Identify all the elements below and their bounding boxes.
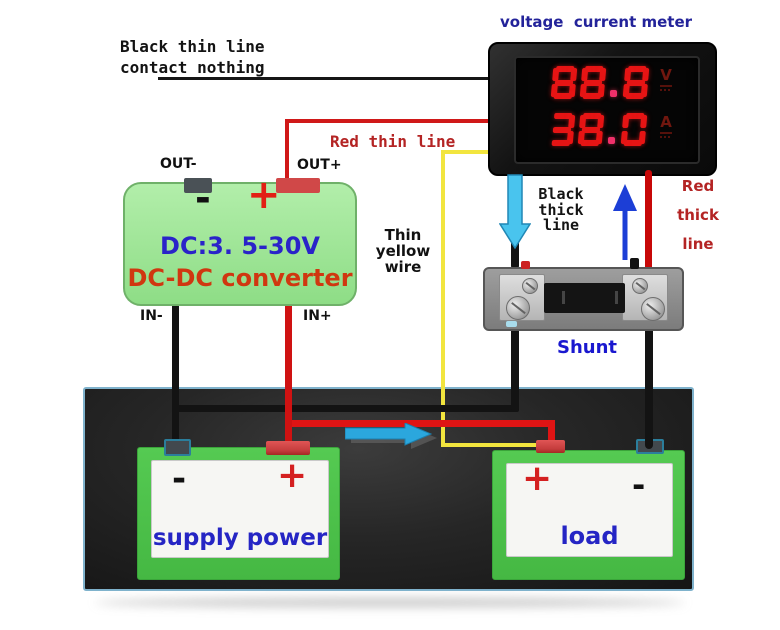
red-thick-note-line2: thick <box>677 206 719 224</box>
dc-symbol-line <box>660 85 672 87</box>
dc-symbol-dashes <box>660 136 672 138</box>
meter-display <box>514 56 700 164</box>
panel-meter: V A <box>488 42 717 176</box>
dc-symbol-dashes <box>660 89 672 91</box>
flow-right-arrow <box>345 423 437 449</box>
red-thin-wire-horizontal <box>285 119 488 123</box>
shunt-left-big-screw <box>506 296 530 320</box>
red-thick-note-line1: Red <box>681 177 715 195</box>
dc-symbol-line <box>660 132 672 134</box>
shunt-right-down-wire <box>645 325 653 449</box>
converter-name: DC-DC converter <box>127 264 353 292</box>
diagram-title: voltage current meter <box>500 13 693 31</box>
black-thick-note-line3: line <box>542 216 580 234</box>
converter-out-minus-label: OUT- <box>160 156 197 172</box>
converter-out-minus-terminal <box>184 178 212 193</box>
shunt-left-bottom-tip <box>506 321 517 327</box>
volt-unit-letter: V <box>660 66 672 84</box>
converter-in-plus-label: IN+ <box>303 308 332 324</box>
supply-power-box: - + supply power <box>137 447 340 580</box>
load-body: + - load <box>506 458 673 557</box>
amp-unit: A <box>660 115 672 138</box>
shunt-right-big-screw <box>641 297 665 321</box>
black-thin-note: Black thin line contact nothing <box>120 36 265 78</box>
shunt <box>483 267 684 331</box>
red-thick-note-line3: line <box>682 235 714 253</box>
amp-unit-letter: A <box>660 113 672 131</box>
converter-out-plus-label: OUT+ <box>297 157 342 173</box>
converter-in-minus-label: IN- <box>140 308 163 324</box>
black-thick-bus-horizontal <box>172 405 519 412</box>
in-minus-wire <box>172 302 179 447</box>
yellow-wire-note-line2: yellow <box>375 242 431 260</box>
panel-shadow <box>95 598 685 607</box>
load-label: load <box>560 522 619 550</box>
volt-unit: V <box>660 68 672 91</box>
shunt-bar-notch <box>615 291 618 304</box>
red-bus-drop-to-load <box>548 420 555 445</box>
current-up-arrow <box>613 184 637 260</box>
black-thick-note: Black thick line <box>528 185 594 234</box>
dc-dc-converter: - + DC:3. 5-30V DC-DC converter <box>123 172 357 306</box>
yellow-wire-note-line3: wire <box>384 258 422 276</box>
red-thick-wire-meter-to-shunt <box>645 170 652 273</box>
red-thick-bus-horizontal <box>285 420 555 427</box>
supply-minus-sign: - <box>172 459 187 499</box>
black-thick-note-line2: thick <box>538 200 584 219</box>
yellow-wire-note: Thin yellow wire <box>368 227 438 275</box>
yellow-wire-bottom-horizontal <box>441 443 540 447</box>
shunt-left-small-screw <box>522 278 538 294</box>
yellow-wire-vertical <box>441 150 445 447</box>
converter-plus-sign: + <box>247 172 281 218</box>
black-thin-wire <box>158 77 488 80</box>
in-plus-wire <box>285 302 292 447</box>
load-plus-sign: + <box>522 458 553 499</box>
shunt-label: Shunt <box>556 337 617 358</box>
red-thin-note: Red thin line <box>330 132 456 151</box>
voltage-readout <box>550 66 650 99</box>
supply-positive-terminal <box>266 441 310 455</box>
shunt-left-wire-tip <box>521 261 530 269</box>
red-thick-note: Red thick line <box>668 172 728 259</box>
converter-spec: DC:3. 5-30V <box>160 232 320 260</box>
shunt-right-wire-tip <box>630 258 639 269</box>
red-thin-wire-vertical <box>285 119 289 183</box>
supply-negative-terminal <box>164 439 191 456</box>
shunt-resistor-bar <box>544 283 625 313</box>
load-box: + - load <box>492 450 685 580</box>
black-thin-note-line2: contact nothing <box>120 58 265 77</box>
shunt-right-small-screw <box>632 278 648 294</box>
yellow-wire-note-line1: Thin <box>384 226 422 244</box>
load-positive-terminal <box>536 440 565 453</box>
current-down-arrow <box>499 174 531 250</box>
black-thin-note-line1: Black thin line <box>120 37 265 56</box>
current-readout <box>550 113 648 146</box>
load-minus-sign: - <box>632 466 646 504</box>
supply-power-body: - + supply power <box>151 455 329 558</box>
shunt-bar-notch <box>562 291 565 304</box>
black-thick-note-line1: Black <box>538 185 584 203</box>
yellow-wire-top-horizontal <box>441 150 488 154</box>
shunt-left-down-wire <box>511 325 519 412</box>
supply-plus-sign: + <box>277 455 308 496</box>
supply-power-label: supply power <box>152 525 328 551</box>
converter-out-plus-terminal <box>276 178 320 193</box>
